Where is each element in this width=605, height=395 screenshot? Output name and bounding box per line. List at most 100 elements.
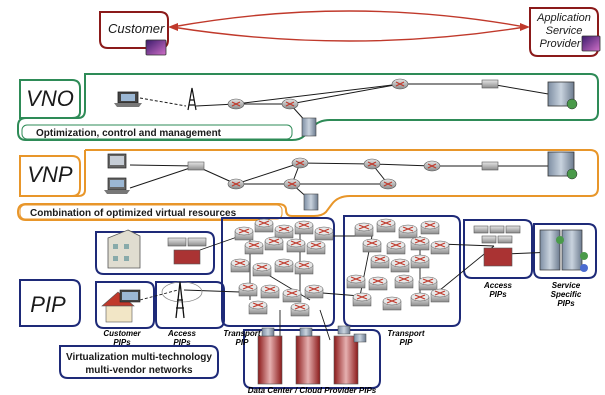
vnp-router-1	[227, 178, 245, 190]
transport-left-router-14	[238, 282, 258, 297]
customer-monitor-icon	[145, 39, 167, 56]
transport-left-router-1	[234, 226, 254, 241]
transport-right-router-2	[376, 218, 396, 233]
transport-right-router-3	[398, 224, 418, 239]
pip-tag-box	[19, 279, 81, 327]
vnp-banner: Combination of optimized virtual resourc…	[30, 208, 237, 219]
transport-left-router-9	[306, 240, 326, 255]
virtualization-line2: multi-vendor networks	[85, 365, 193, 376]
vno-router-2	[281, 98, 299, 110]
vnp-router-5	[379, 178, 397, 190]
transport-right-router-5	[362, 238, 382, 253]
transport-left-routers	[230, 218, 334, 317]
transport-left-router-17	[304, 284, 324, 299]
transport-left-router-13	[294, 260, 314, 275]
house-icon	[101, 289, 141, 323]
transport-pip-right-box	[343, 215, 461, 327]
transport-right-router-4	[420, 220, 440, 235]
vnp-switch-icon-1	[187, 161, 205, 171]
vnp-router-3	[283, 178, 301, 190]
vno-router-3	[391, 78, 409, 90]
transport-right-router-18	[410, 292, 430, 307]
vnp-pc-icon-2	[104, 177, 130, 194]
asp-label-line2: Service	[546, 25, 583, 37]
vnp-datacenter-server-icon	[547, 151, 578, 180]
transport-right-router-1	[354, 222, 374, 237]
customer-pips-line1: Customer	[103, 329, 141, 338]
vnp-tag: VNP	[27, 162, 73, 187]
customer-label: Customer	[108, 21, 165, 36]
asp-box	[529, 7, 599, 57]
arrow-left-icon	[168, 23, 178, 31]
arrow-right-icon	[520, 23, 530, 31]
virtualization-box	[59, 345, 219, 379]
transport-right-router-19	[430, 288, 450, 303]
transport-right-router-7	[410, 236, 430, 251]
transport-left-router-4	[294, 220, 314, 235]
vnp-tag-box	[19, 155, 81, 197]
transport-right-router-15	[418, 276, 438, 291]
access-pip-left-box	[155, 281, 225, 329]
transport-pip-right-line1: Transport	[387, 329, 425, 338]
transport-left-router-16	[282, 288, 302, 303]
transport-pip-left-line1: Transport	[223, 329, 261, 338]
transport-right-router-6	[386, 240, 406, 255]
transport-right-routers	[346, 218, 450, 311]
access-antenna-icon	[161, 281, 203, 319]
transport-left-router-8	[286, 238, 306, 253]
vno-banner-box	[21, 124, 293, 140]
vnp-router-2	[291, 157, 309, 169]
transport-left-router-15	[260, 284, 280, 299]
datacenter-box	[243, 329, 381, 389]
vno-server-icon	[301, 117, 317, 137]
laptop-icon	[114, 91, 142, 107]
access-router-icon-top	[167, 237, 207, 265]
transport-left-router-11	[252, 262, 272, 277]
vnp-switch-icon-2	[481, 161, 499, 171]
access-pips-right-line2: PIPs	[489, 290, 507, 299]
vno-tag-box	[19, 79, 81, 119]
service-pips-line2: Specific	[551, 290, 582, 299]
transport-right-router-8	[430, 240, 450, 255]
service-pips-line1: Service	[552, 281, 581, 290]
transport-left-router-10	[230, 258, 250, 273]
asp-label-line1: Application	[536, 12, 591, 24]
transport-pip-right-line2: PIP	[400, 338, 414, 347]
transport-left-router-2	[254, 218, 274, 233]
vno-links	[139, 83, 561, 125]
customer-pip-box-bottom	[95, 281, 155, 329]
vnp-router-6	[423, 160, 441, 172]
virtualization-line1: Virtualization multi-technology	[66, 352, 212, 363]
transport-left-router-5	[314, 226, 334, 241]
vno-router-1	[227, 98, 245, 110]
access-pip-right-box	[463, 219, 533, 279]
access-right-devices	[473, 225, 521, 267]
transport-left-router-7	[264, 236, 284, 251]
access-pips-left-line1: Access	[167, 329, 197, 338]
transport-right-router-13	[368, 276, 388, 291]
transport-right-router-12	[346, 274, 366, 289]
vno-banner: Optimization, control and management	[36, 128, 222, 139]
transport-left-router-3	[274, 224, 294, 239]
transport-right-router-17	[382, 296, 402, 311]
top-section: Customer Application Service Provider	[99, 7, 601, 57]
vnp-pc-icon-1	[107, 153, 127, 169]
customer-pip-box-top	[95, 231, 215, 275]
datacenter-racks-icon	[257, 325, 367, 385]
pip-section: PIP	[19, 215, 597, 395]
transport-right-router-9	[370, 254, 390, 269]
vnp-server-icon	[303, 193, 319, 211]
pip-tag: PIP	[30, 292, 66, 317]
transport-left-router-19	[290, 302, 310, 317]
datacenter-label: Data Center / Cloud Provider PIPs	[248, 386, 377, 395]
vno-section: VNO Optimization, control and management	[17, 73, 599, 141]
antenna-icon	[187, 87, 197, 111]
transport-left-router-12	[274, 258, 294, 273]
transport-right-router-14	[394, 274, 414, 289]
customer-pips-line2: PIPs	[113, 338, 131, 347]
vnp-outline	[16, 149, 599, 221]
transport-right-router-16	[352, 292, 372, 307]
access-pips-left-line2: PIPs	[173, 338, 191, 347]
service-servers-icon	[539, 229, 588, 272]
